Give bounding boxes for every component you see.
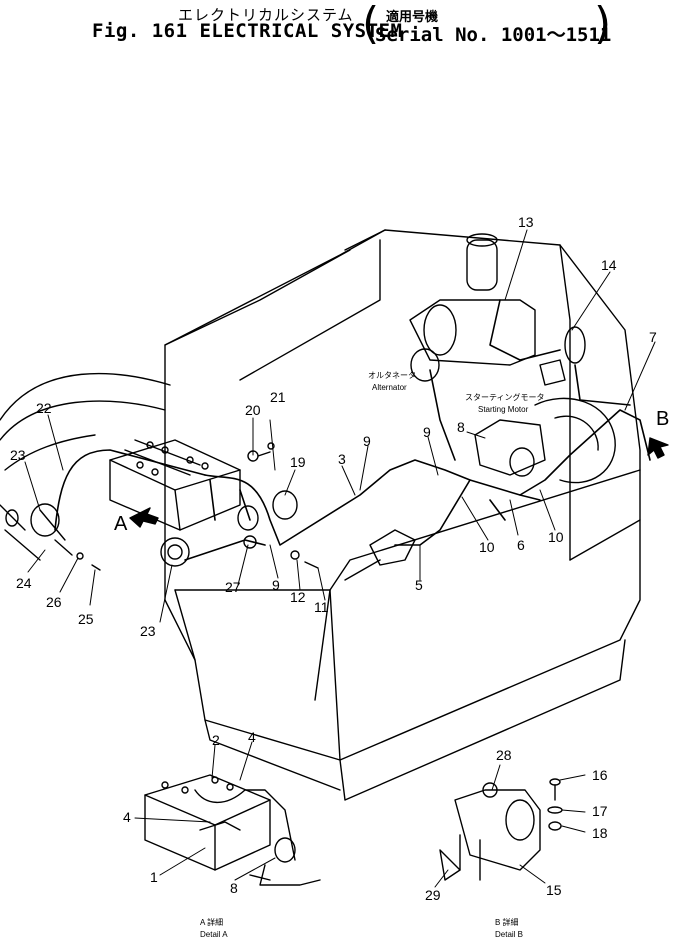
callout-12: 12 xyxy=(290,589,306,605)
callout-8-detail-a: 8 xyxy=(230,880,238,896)
callout-29: 29 xyxy=(425,887,441,903)
relay-switches xyxy=(160,490,416,581)
starting-motor-label: Starting Motor xyxy=(478,405,529,414)
callout-numbers: 1 2 3 4 4 5 6 7 8 8 9 9 9 10 10 11 12 13… xyxy=(10,214,657,903)
callout-18: 18 xyxy=(592,825,608,841)
callout-15: 15 xyxy=(546,882,562,898)
callout-22: 22 xyxy=(36,400,52,416)
engine-components xyxy=(409,233,616,484)
callout-9-upper: 9 xyxy=(363,433,371,449)
callout-10-right: 10 xyxy=(548,529,564,545)
detail-a-drawing xyxy=(144,774,321,886)
title-japanese: エレクトリカルシステム xyxy=(178,6,354,24)
serial-title-japanese: 適用号機 xyxy=(386,10,439,25)
direction-arrows xyxy=(129,437,669,528)
callout-23-bottom: 23 xyxy=(140,623,156,639)
callout-21: 21 xyxy=(270,389,286,405)
detail-a-label: Detail A xyxy=(200,930,228,939)
callout-5: 5 xyxy=(415,577,423,593)
callout-19: 19 xyxy=(290,454,306,470)
callout-24: 24 xyxy=(16,575,32,591)
callout-25: 25 xyxy=(78,611,94,627)
callout-4-detail-a-top: 4 xyxy=(248,729,256,745)
callout-13: 13 xyxy=(518,214,534,230)
starting-motor-label-jp: スターティングモータ xyxy=(465,392,545,402)
detail-a-label-jp: A 詳細 xyxy=(200,917,223,927)
callout-8-main: 8 xyxy=(457,419,465,435)
right-bracket: ) xyxy=(594,0,612,49)
view-arrow-a-label: A xyxy=(114,513,128,535)
component-labels: オルタネータ Alternator スターティングモータ Starting Mo… xyxy=(114,371,669,939)
callout-9-lower: 9 xyxy=(272,577,280,593)
detail-b-drawing xyxy=(439,778,563,881)
callout-4-detail-a-left: 4 xyxy=(123,809,131,825)
left-fender xyxy=(0,372,171,561)
callout-9-middle: 9 xyxy=(423,424,431,440)
callout-2: 2 xyxy=(212,732,220,748)
callout-3: 3 xyxy=(338,451,346,467)
left-bracket: ( xyxy=(362,0,380,49)
machine-body xyxy=(164,229,641,801)
callout-27: 27 xyxy=(225,579,241,595)
alternator-label-jp: オルタネータ xyxy=(368,371,416,380)
callout-10-left: 10 xyxy=(479,539,495,555)
view-arrow-b-label: B xyxy=(656,408,669,430)
callout-20: 20 xyxy=(245,402,261,418)
callout-17: 17 xyxy=(592,803,608,819)
wiring-harness xyxy=(54,299,651,561)
callout-7: 7 xyxy=(649,329,657,345)
callout-28: 28 xyxy=(496,747,512,763)
leader-lines xyxy=(24,229,656,888)
horn xyxy=(5,503,73,556)
callout-14: 14 xyxy=(601,257,617,273)
callout-26: 26 xyxy=(46,594,62,610)
callout-23-left: 23 xyxy=(10,447,26,463)
callout-11: 11 xyxy=(314,599,329,615)
alternator-label: Alternator xyxy=(372,383,407,392)
callout-16: 16 xyxy=(592,767,608,783)
battery xyxy=(109,439,241,531)
figure-title: Fig. 161 ELECTRICAL SYSTEM xyxy=(92,20,403,42)
detail-b-label-jp: B 詳細 xyxy=(495,917,519,927)
detail-b-label: Detail B xyxy=(495,930,523,939)
callout-1: 1 xyxy=(150,869,158,885)
serial-range: Serial No. 1001～1511 xyxy=(375,24,612,46)
callout-6: 6 xyxy=(517,537,525,553)
